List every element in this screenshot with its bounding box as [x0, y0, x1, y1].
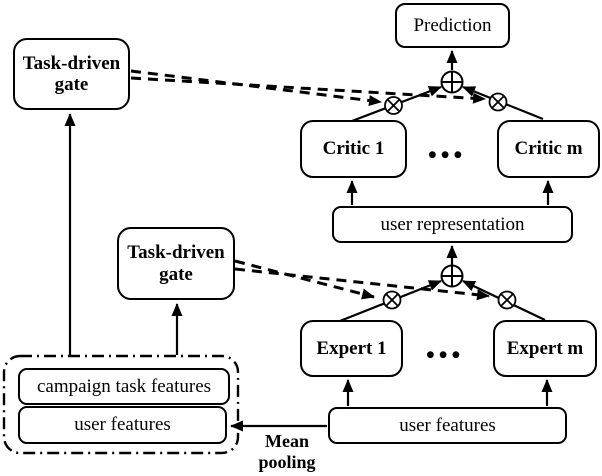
node-task-driven-gate-top: Task-driven gate [13, 38, 130, 110]
sum-operator-icon-top [440, 70, 464, 94]
multiply-operator-icon-expert-m [497, 290, 517, 310]
sum-operator-icon-bottom [440, 264, 464, 288]
node-label: Expert m [506, 337, 584, 359]
node-critic-1: Critic 1 [300, 120, 407, 178]
node-label: Expert 1 [316, 337, 387, 359]
node-label: Critic 1 [322, 138, 385, 160]
experts-ellipsis: ••• [426, 342, 465, 369]
mean-pooling-line1: Mean [265, 431, 309, 451]
multiply-operator-icon-critic-1 [384, 96, 403, 115]
dashed-arrow-gate-mid-to-multiply-left [234, 259, 375, 300]
multiply-operator-icon-expert-1 [382, 290, 402, 310]
dashed-arrow-gate-mid-to-multiply-right [234, 267, 490, 301]
node-label: Task-driven [22, 52, 121, 74]
node-label: user representation [380, 213, 525, 235]
node-user-representation: user representation [332, 206, 573, 243]
node-label: gate [54, 74, 89, 95]
node-critic-m: Critic m [497, 120, 600, 178]
node-expert-m: Expert m [493, 320, 597, 377]
node-prediction: Prediction [395, 3, 510, 48]
node-label: gate [159, 263, 193, 285]
node-label: user features [74, 414, 171, 436]
node-user-features-pooled: user features [18, 406, 227, 444]
node-campaign-task-features: campaign task features [18, 368, 230, 405]
node-label: Prediction [413, 14, 492, 36]
node-label: Task-driven [127, 242, 225, 264]
mean-pooling-line2: pooling [258, 451, 316, 472]
node-user-features-raw: user features [328, 407, 567, 444]
node-label: campaign task features [36, 375, 212, 397]
multiply-operator-icon-critic-m [488, 92, 508, 112]
node-label: Critic m [514, 138, 583, 160]
critics-ellipsis: ••• [428, 142, 467, 169]
mean-pooling-label: Mean pooling [241, 431, 333, 472]
feature-group-outline [2, 354, 240, 455]
dashed-arrow-gate-top-to-multiply-right [130, 76, 486, 104]
node-label: user features [399, 414, 496, 436]
node-expert-1: Expert 1 [300, 320, 403, 377]
node-task-driven-gate-mid: Task-driven gate [117, 227, 235, 300]
